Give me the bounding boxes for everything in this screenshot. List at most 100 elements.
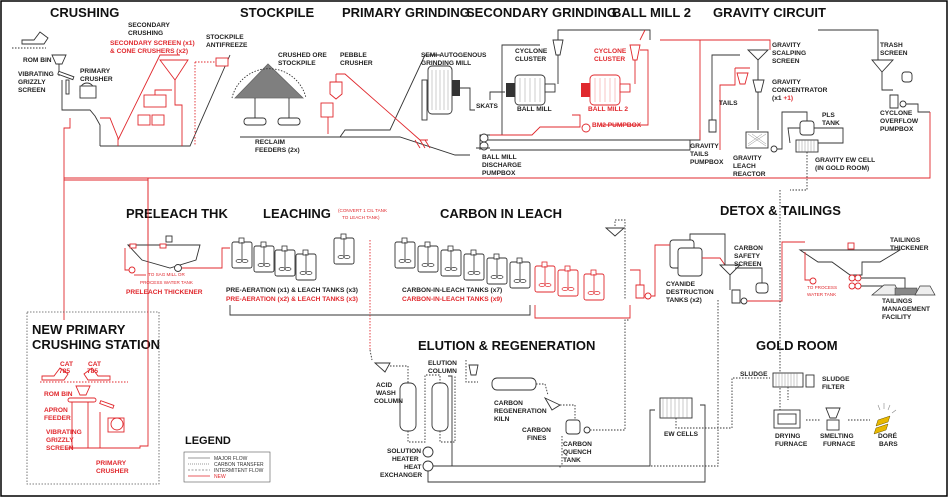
label-drying-2: FURNACE [775,441,808,448]
cil-tank [486,253,508,285]
label-acid-1: ACID [376,382,392,389]
label-cil-existing: CARBON-IN-LEACH TANKS (x7) [402,287,502,294]
label-ball-mill: BALL MILL [517,106,552,113]
leach-tank [295,249,317,281]
label-new-vib-2: GRIZZLY [46,437,74,444]
label-primary: PRIMARY [80,68,111,75]
label-cil-new: CARBON-IN-LEACH TANKS (x9) [402,296,502,303]
label-drying-1: DRYING [775,433,800,440]
label-cop-1: CYCLONE [880,110,913,117]
label-tails: TAILS [719,100,738,107]
cat-truck-2-icon [83,367,111,381]
preleach-area [124,235,230,276]
carbon-bin-icon [755,282,769,294]
label-new-rom-bin: ROM BIN [44,391,73,398]
label-css-3: SCREEN [734,261,762,268]
pls-tank-icon [799,120,815,136]
label-hx-1: HEAT [404,464,421,471]
label-glr-3: REACTOR [733,171,766,178]
acid-wash-screen-icon [373,362,391,373]
gravity-scalping-screen-icon [746,49,770,61]
label-gtp-3: PUMPBOX [690,159,724,166]
label-reclaim-1: RECLAIM [255,139,286,146]
cil-tank-new [583,269,605,301]
label-sag-1: SEMI-AUTOGENOUS [421,52,487,59]
label-apron-1: APRON [44,407,68,414]
cil-area [394,237,605,301]
section-stockpile: STOCKPILE [240,5,314,20]
label-cop-3: PUMPBOX [880,126,914,133]
label-preleach-thickener: PRELEACH THICKENER [126,289,203,296]
detox-pumpbox-icon [731,289,741,304]
gravity-ew-cell-icon [795,139,819,153]
stockpile-icon [234,63,304,99]
cil-tank [440,245,462,277]
label-elution-1: ELUTION [428,360,457,367]
label-crushed-ore-2: STOCKPILE [278,60,316,67]
label-vibrating: VIBRATING [18,71,54,78]
label-apron-2: FEEDER [44,415,71,422]
label-tmf-2: MANAGEMENT [882,306,930,313]
dore-bars-icon [875,415,891,427]
label-gc-1: GRAVITY [772,79,801,86]
tailings-thickener-icon [798,249,902,276]
label-gc-count-existing: (x1 [772,95,782,102]
label-cat-1: CAT [60,361,73,368]
label-convert-1: (CONVERT 1 CIL TANK [338,208,388,213]
new-crushing-area [40,178,149,449]
label-gew-2: (IN GOLD ROOM) [815,165,869,172]
label-to-pw-2: WATER TANK [807,292,837,297]
label-cyclone-new-2: CLUSTER [594,56,625,63]
label-ew-cells: EW CELLS [664,431,699,438]
label-785-2: 785 [87,368,98,375]
new-crusher-icon [110,417,124,431]
cil-tank [394,237,416,269]
label-gss-1: GRAVITY [772,42,801,49]
legend-new: NEW [214,474,226,480]
cil-tank [463,249,485,281]
label-secondary-screen-new-2: & CONE CRUSHERS (x2) [110,48,188,55]
carbon-safety-screen-icon [718,264,742,276]
section-gravity-circuit: GRAVITY CIRCUIT [713,5,826,20]
leach-tank [253,241,275,273]
label-heater-2: HEATER [392,456,419,463]
label-reclaim-2: FEEDERS (2x) [255,147,300,154]
label-dore-1: DORÉ [878,431,898,440]
section-new-primary-crushing-1: NEW PRIMARY [32,322,126,337]
label-convert-2: TO LEACH TANK) [342,215,380,220]
trash-bin-icon [901,71,913,83]
section-primary-grinding: PRIMARY GRINDING [342,5,470,20]
label-grizzly: GRIZZLY [18,79,46,86]
label-gtp-2: TAILS [690,151,709,158]
cone-crusher-2-icon [151,114,165,126]
label-gtp-1: GRAVITY [690,143,719,150]
label-css-2: SAFETY [734,253,761,260]
label-785-1: 785 [59,368,70,375]
heat-exchanger-icon [422,460,434,472]
label-smelting-2: FURNACE [823,441,856,448]
bm2-pump-icon [581,123,591,133]
label-smelting-1: SMELTING [820,433,854,440]
cyanide-tank-2-icon [677,247,703,277]
elution-column-icon [431,382,449,432]
label-quench-1: CARBON [563,441,592,448]
label-cyclone-2: CLUSTER [515,56,546,63]
detox-area [604,219,936,420]
section-crushing: CRUSHING [50,5,119,20]
tailings-facility-icon [871,284,901,296]
label-skats: SKATS [476,103,498,110]
label-kiln-1: CARBON [494,400,523,407]
legend-major-flow: MAJOR FLOW [214,456,248,462]
preleach-pump-icon [174,264,182,272]
label-glr-2: LEACH [733,163,756,170]
carbon-fines-screen-icon [543,396,561,411]
secondary-grinding-area [476,29,701,151]
label-fines-1: CARBON [522,427,551,434]
feeder-icon [65,79,70,95]
carbon-quench-tank-icon [565,419,581,435]
label-cyanide-2: DESTRUCTION [666,289,714,296]
label-pls-2: TANK [822,120,840,127]
cil-screen-icon [604,227,626,237]
section-ball-mill-2: BALL MILL 2 [612,5,691,20]
